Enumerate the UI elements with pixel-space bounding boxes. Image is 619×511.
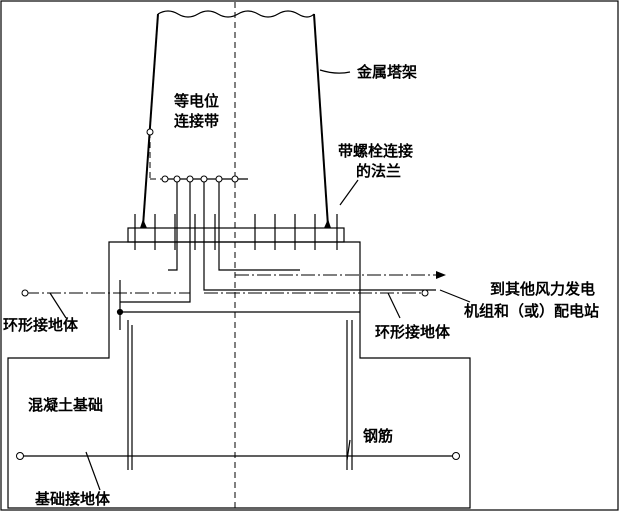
tower-foot-right [324, 219, 331, 228]
down-conductors [120, 182, 436, 303]
left-ring-connector [116, 280, 360, 330]
label-rebar: 钢筋 [363, 427, 393, 445]
foundation-earth-electrode [16, 452, 460, 460]
label-equipotential-line1: 等电位 [174, 92, 219, 110]
label-to-other-line1: 到其他风力发电 [490, 280, 595, 298]
label-ring-ground-left: 环形接地体 [3, 316, 79, 334]
leader-lines [49, 69, 471, 491]
ring-ground-electrode [21, 289, 429, 297]
label-metal-tower: 金属塔架 [356, 63, 417, 81]
label-to-other-line2: 机组和（或）配电站 [464, 302, 599, 320]
tower-foot-left [140, 219, 147, 228]
bolted-flange [127, 214, 345, 250]
equipotential-bonding-bar [146, 128, 248, 183]
label-flange-line2: 的法兰 [356, 162, 401, 180]
metal-tower [140, 10, 331, 228]
rebar-cage [127, 320, 353, 470]
label-concrete-foundation: 混凝土基础 [28, 396, 103, 414]
concrete-foundation-outline [7, 241, 471, 509]
connection-to-other-stations [235, 271, 446, 279]
label-ring-ground-right: 环形接地体 [375, 323, 451, 341]
label-foundation-ground: 基础接地体 [34, 490, 111, 508]
label-equipotential-line2: 连接带 [174, 112, 219, 130]
label-flange-line1: 带螺栓连接 [338, 142, 413, 160]
